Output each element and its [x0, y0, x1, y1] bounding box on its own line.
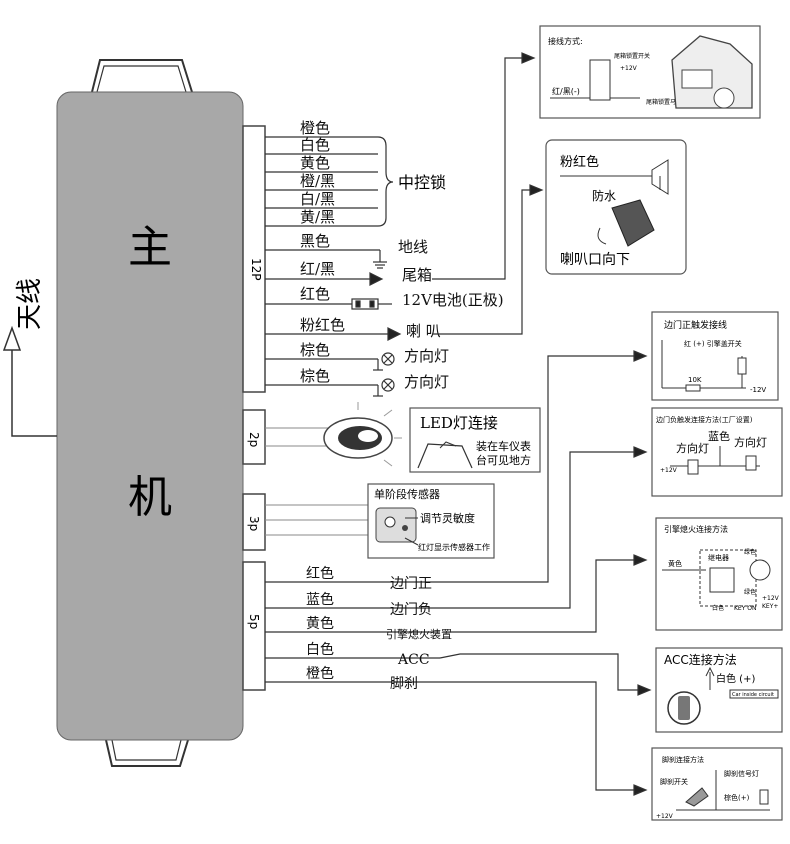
brake-title: 脚刹连接方法: [662, 755, 704, 764]
wire-5p-color: 白色: [306, 641, 334, 658]
horn-label-3: 喇叭口向下: [560, 252, 630, 268]
wire-12p-color: 粉红色: [300, 316, 345, 334]
main-char-1: 主: [128, 222, 172, 273]
wire-12p-color: 白色: [300, 136, 330, 154]
led-note-1: 装在车仪表: [476, 439, 531, 453]
brake-signal: 脚刹信号灯: [724, 769, 759, 778]
wires-5p: [265, 581, 440, 683]
engine-keyon: KEY ON: [734, 605, 757, 612]
antenna-label: 天线: [15, 278, 45, 330]
sensor-note: 红灯显示传感器工作: [418, 542, 490, 552]
wire-12p-color: 红色: [300, 285, 330, 303]
connector-5p: 5p: [247, 614, 261, 629]
wire-5p-dest: 引擎熄火装置: [386, 627, 452, 641]
wire-12p-color: 棕色: [300, 367, 330, 385]
door-neg-lamp2: 方向灯: [734, 435, 767, 449]
door-pos-r: 10K: [688, 376, 702, 384]
engine-green1: 绿色: [744, 548, 756, 556]
wire-12p-color: 白/黑: [300, 190, 335, 208]
horn-label-2: 防水: [592, 188, 616, 203]
wire-12p-color: 红/黑: [300, 260, 335, 278]
door-pos-title: 边门正触发接线: [664, 319, 727, 331]
main-unit: 主 机: [56, 59, 244, 767]
door-neg-blue: 蓝色: [708, 429, 730, 443]
trunk-n1: 尾箱锁置开关: [614, 52, 650, 60]
acc-white: 白色 (+): [716, 672, 755, 685]
wire-12p-dest: 尾箱: [402, 266, 432, 284]
led-note-2: 台可见地方: [476, 453, 531, 467]
door-neg-lamp1: 方向灯: [676, 441, 709, 455]
wire-5p-color: 红色: [306, 565, 334, 582]
antenna: 天线: [2, 278, 57, 437]
trunk-title: 接线方式:: [548, 36, 583, 46]
engine-v: +12V: [762, 595, 780, 602]
horn-label-1: 粉红色: [560, 154, 599, 170]
wire-5p-dest: 边门负: [390, 602, 432, 618]
trunk-wire: 红/黑(-): [552, 86, 580, 96]
door-neg-title: 边门负触发连接方法(工厂设置): [656, 415, 753, 424]
wire-5p-color: 橙色: [306, 665, 334, 682]
connector-3p: 3p: [247, 516, 261, 531]
wire-5p-color: 蓝色: [306, 591, 334, 608]
trunk-n3: 尾箱锁置马达: [646, 98, 682, 106]
acc-title: ACC连接方法: [664, 652, 737, 667]
connector-2p: 2p: [247, 432, 261, 447]
acc-circuit: Car inside circuit: [732, 692, 774, 698]
sensor: 单阶段传感器 调节灵敏度 红灯显示传感器工作: [265, 483, 495, 559]
wire-12p-dest: 方向灯: [404, 347, 449, 365]
engine-relay: 继电器: [708, 553, 729, 562]
brake-panel: 脚刹连接方法 脚刹信号灯 脚刹开关 棕色(+) +12V: [651, 747, 783, 821]
engine-key: KEY+: [762, 603, 778, 610]
sensor-title: 单阶段传感器: [374, 487, 440, 501]
wire-12p-dest: 地线: [398, 238, 428, 256]
led-title: LED灯连接: [420, 414, 498, 432]
wire-12p-color: 黑色: [300, 232, 330, 250]
engine-panel: 引擎熄火连接方法 黄色 继电器 绿色 绿色 白色 KEY ON +12V KEY…: [655, 517, 783, 631]
wire-5p-dest: ACC: [397, 652, 430, 668]
wire-5p-color: 黄色: [306, 615, 334, 632]
wire-5p-dest: 脚刹: [390, 676, 418, 692]
door-pos-note: 红 (+) 引擎盖开关: [684, 339, 742, 348]
trunk-n2: +12V: [620, 65, 638, 72]
brake-switch: 脚刹开关: [660, 777, 688, 786]
engine-title: 引擎熄火连接方法: [664, 524, 728, 534]
door-neg-panel: 边门负触发连接方法(工厂设置) 蓝色 方向灯 方向灯 +12V: [651, 407, 783, 497]
wire-12p-dest: 12V电池(正极): [402, 291, 504, 309]
door-pos-v: -12V: [750, 386, 766, 394]
wire-12p-color: 橙色: [300, 119, 330, 137]
central-lock-label: 中控锁: [398, 173, 446, 192]
sensor-adjust: 调节灵敏度: [420, 511, 475, 525]
acc-panel: ACC连接方法 白色 (+) Car inside circuit: [655, 647, 783, 733]
trunk-panel: 接线方式: 红/黑(-) 尾箱锁置开关 +12V 尾箱锁置马达: [539, 25, 761, 119]
brake-brown: 棕色(+): [724, 793, 750, 802]
wire-12p-color: 黄/黑: [300, 208, 335, 226]
wires-12p: [265, 136, 402, 397]
engine-white: 白色: [712, 604, 724, 612]
engine-green2: 绿色: [744, 588, 756, 596]
wire-12p-dest: 方向灯: [404, 373, 449, 391]
horn-panel: 粉红色 防水 喇叭口向下: [545, 139, 687, 275]
wire-12p-dest: 喇 叭: [406, 322, 441, 340]
connectors: 12P 2p 3p 5p: [242, 125, 266, 691]
brake-v: +12V: [656, 813, 674, 820]
routing-lines: [432, 52, 652, 796]
connector-12p: 12P: [249, 258, 263, 281]
wire-12p-color: 棕色: [300, 341, 330, 359]
engine-yellow: 黄色: [668, 559, 682, 568]
wire-12p-color: 黄色: [300, 154, 330, 172]
wire-12p-color: 橙/黑: [300, 172, 335, 190]
main-char-2: 机: [128, 472, 172, 523]
wire-5p-dest: 边门正: [390, 576, 432, 592]
door-neg-v: +12V: [660, 467, 678, 474]
door-pos-panel: 边门正触发接线 红 (+) 引擎盖开关 10K -12V: [651, 311, 779, 401]
led-connection: LED灯连接 装在车仪表 台可见地方: [265, 402, 541, 473]
